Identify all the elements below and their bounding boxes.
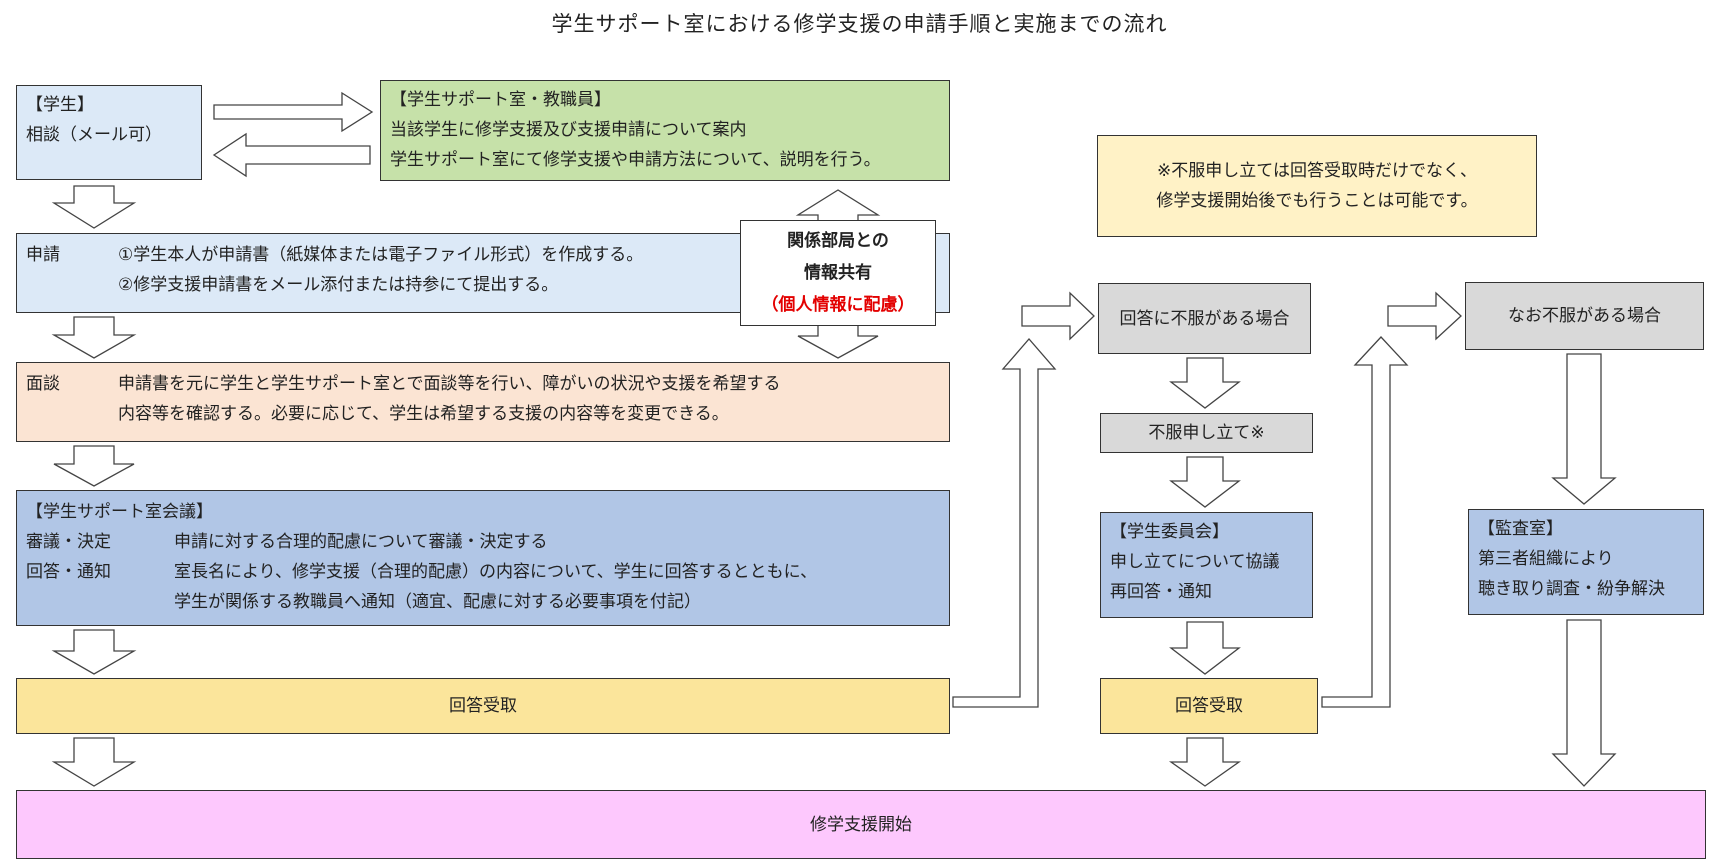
arrow-right-to-staff bbox=[213, 91, 374, 133]
application-step-2: ②修学支援申請書をメール添付または持参にて提出する。 bbox=[118, 275, 559, 295]
meeting-text-decide: 申請に対する合理的配慮について審議・決定する bbox=[174, 532, 548, 552]
receipt-label-2: 回答受取 bbox=[1175, 696, 1243, 716]
info-share-privacy-note: 個人情報に配慮 bbox=[778, 295, 898, 315]
dissatisfied-label: 回答に不服がある場合 bbox=[1119, 308, 1290, 329]
arrow-down-3 bbox=[53, 445, 135, 487]
interview-label: 面談 bbox=[26, 374, 60, 394]
arrow-down-5 bbox=[51, 737, 137, 787]
note-line-2: 修学支援開始後でも行うことは可能です。 bbox=[1156, 191, 1478, 211]
objection-label: 不服申し立て※ bbox=[1148, 423, 1265, 443]
objection-box: 不服申し立て※ bbox=[1100, 413, 1313, 453]
interview-text-1: 申請書を元に学生と学生サポート室とで面談等を行い、障がいの状況や支援を希望する bbox=[118, 374, 781, 394]
arrow-down-1 bbox=[51, 185, 137, 229]
arrow-down-receipt2-to-start bbox=[1168, 737, 1242, 787]
committee-line-1: 申し立てについて協議 bbox=[1110, 552, 1280, 572]
arrow-right-to-still-dissatisfied bbox=[1387, 291, 1462, 341]
arrow-down-dissatisfied-to-objection bbox=[1169, 357, 1241, 409]
arrow-down-committee-to-receipt bbox=[1169, 621, 1241, 675]
info-share-box: 関係部局との 情報共有 （個人情報に配慮） bbox=[740, 220, 936, 326]
info-share-line-1: 関係部局との bbox=[787, 231, 889, 251]
receipt-box-2: 回答受取 bbox=[1100, 678, 1318, 734]
arrow-down-audit-to-start bbox=[1551, 619, 1617, 787]
receipt-label-1: 回答受取 bbox=[449, 696, 517, 716]
arrow-right-to-dissatisfied bbox=[1021, 291, 1095, 341]
support-staff-guide: 当該学生に修学支援及び支援申請について案内 bbox=[390, 120, 747, 140]
support-start-box: 修学支援開始 bbox=[16, 790, 1706, 859]
note-line-1: ※不服申し立ては回答受取時だけでなく、 bbox=[1157, 161, 1477, 181]
meeting-text-notify-2: 学生が関係する教職員へ通知（適宜、配慮に対する必要事項を付記） bbox=[174, 592, 701, 612]
committee-line-2: 再回答・通知 bbox=[1110, 582, 1212, 602]
info-share-open-paren: （ bbox=[761, 295, 779, 315]
student-box: 【学生】 相談（メール可） bbox=[16, 85, 202, 180]
committee-box: 【学生委員会】 申し立てについて協議 再回答・通知 bbox=[1100, 512, 1313, 618]
meeting-label-notify: 回答・通知 bbox=[26, 562, 111, 582]
interview-box: 面談 申請書を元に学生と学生サポート室とで面談等を行い、障がいの状況や支援を希望す… bbox=[16, 362, 950, 442]
info-share-line-2: 情報共有 bbox=[804, 263, 872, 283]
support-staff-header: 【学生サポート室・教職員】 bbox=[390, 90, 611, 110]
meeting-header: 【学生サポート室会議】 bbox=[26, 502, 213, 522]
audit-header: 【監査室】 bbox=[1478, 519, 1563, 539]
audit-line-1: 第三者組織により bbox=[1478, 549, 1614, 569]
audit-line-2: 聴き取り調査・紛争解決 bbox=[1478, 579, 1665, 599]
support-start-label: 修学支援開始 bbox=[810, 814, 912, 835]
interview-text-2: 内容等を確認する。必要に応じて、学生は希望する支援の内容等を変更できる。 bbox=[118, 404, 729, 424]
audit-box: 【監査室】 第三者組織により 聴き取り調査・紛争解決 bbox=[1468, 509, 1704, 615]
page-title: 学生サポート室における修学支援の申請手順と実施までの流れ bbox=[551, 12, 1168, 36]
committee-header: 【学生委員会】 bbox=[1110, 522, 1229, 542]
note-box: ※不服申し立ては回答受取時だけでなく、 修学支援開始後でも行うことは可能です。 bbox=[1097, 135, 1537, 237]
still-dissatisfied-label: なお不服がある場合 bbox=[1508, 306, 1661, 326]
receipt-box-1: 回答受取 bbox=[16, 678, 950, 734]
support-staff-box: 【学生サポート室・教職員】 当該学生に修学支援及び支援申請について案内 学生サポ… bbox=[380, 80, 950, 181]
application-step-1: ①学生本人が申請書（紙媒体または電子ファイル形式）を作成する。 bbox=[118, 245, 644, 265]
arrow-left-to-student bbox=[212, 132, 371, 178]
still-dissatisfied-box: なお不服がある場合 bbox=[1465, 282, 1704, 350]
meeting-box: 【学生サポート室会議】 審議・決定申請に対する合理的配慮について審議・決定する … bbox=[16, 490, 950, 626]
student-header: 【学生】 bbox=[26, 95, 94, 115]
arrow-down-still-to-audit bbox=[1551, 353, 1617, 505]
arrow-down-4 bbox=[51, 629, 137, 675]
arrow-receipt-to-dissatisfied-route bbox=[952, 338, 1057, 708]
student-consult: 相談（メール可） bbox=[26, 125, 162, 145]
info-share-close-paren: ） bbox=[897, 295, 915, 315]
meeting-text-notify: 室長名により、修学支援（合理的配慮）の内容について、学生に回答するとともに、 bbox=[174, 562, 818, 582]
arrow-down-2 bbox=[51, 316, 137, 359]
support-staff-explain: 学生サポート室にて修学支援や申請方法について、説明を行う。 bbox=[390, 150, 881, 170]
dissatisfied-box: 回答に不服がある場合 bbox=[1098, 283, 1311, 354]
application-label: 申請 bbox=[26, 245, 60, 265]
meeting-label-decide: 審議・決定 bbox=[26, 532, 111, 552]
arrow-receipt2-to-still-route bbox=[1321, 336, 1409, 708]
arrow-down-objection-to-committee bbox=[1169, 456, 1241, 508]
